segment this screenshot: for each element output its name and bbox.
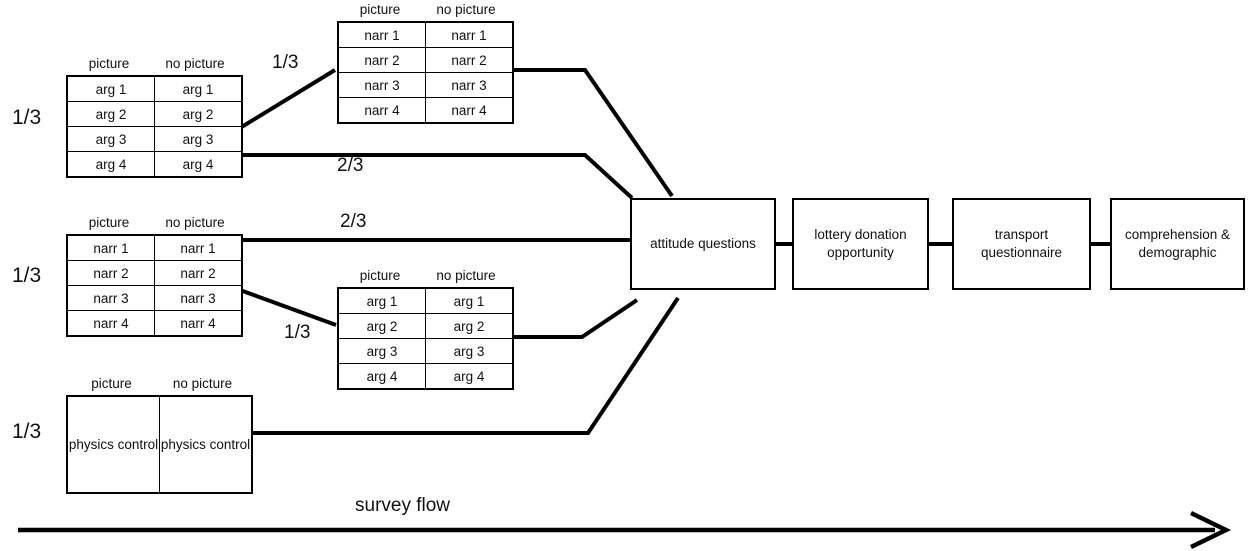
stimulus-table-physics-left: physics control physics control [66,395,253,494]
process-box-comprehension-demographic[interactable]: comprehension & demographic [1110,198,1245,290]
cell: arg 1 [154,75,243,102]
cell: arg 4 [66,151,155,178]
process-box-attitude-questions[interactable]: attitude questions [630,198,776,290]
cell: arg 1 [337,287,426,314]
probability-label-arg-left: 1/3 [12,106,42,129]
column-header-no-picture: no picture [436,268,496,283]
column-header-picture: picture [88,56,130,71]
probability-label-arg-to-narr: 1/3 [272,52,299,73]
cell: narr 1 [66,234,155,261]
table-row: arg 4 arg 4 [337,363,514,390]
stimulus-table-arg-left: arg 1 arg 1 arg 2 arg 2 arg 3 arg 3 arg … [66,75,243,178]
cell: narr 1 [154,234,243,261]
table-row: arg 2 arg 2 [66,101,243,127]
table-row: narr 2 narr 2 [66,260,243,286]
cell: arg 4 [425,363,514,390]
cell: narr 4 [425,97,514,124]
probability-label-narr-to-arg: 1/3 [284,322,311,343]
cell: arg 1 [66,75,155,102]
survey-flow-arrow [18,510,1232,550]
table-row: narr 3 narr 3 [66,285,243,311]
table-row: arg 3 arg 3 [66,126,243,152]
table-row: arg 1 arg 1 [337,287,514,314]
cell: arg 4 [337,363,426,390]
cell: narr 2 [154,260,243,286]
table-row: physics control physics control [66,395,253,494]
column-header-picture: picture [359,268,401,283]
probability-label-narr-left: 1/3 [12,264,42,287]
edge-narrleft-to-argmid [239,288,337,327]
column-header-no-picture: no picture [165,56,225,71]
cell: arg 3 [154,126,243,152]
column-header-no-picture: no picture [436,2,496,17]
probability-label-arg-direct: 2/3 [337,155,364,176]
table-row: narr 4 narr 4 [337,97,514,124]
cell: physics control [66,395,160,494]
table-row: narr 1 narr 1 [337,21,514,48]
column-header-picture: picture [91,376,132,391]
cell: arg 3 [337,338,426,364]
stimulus-table-narr-left: narr 1 narr 1 narr 2 narr 2 narr 3 narr … [66,234,243,337]
cell: narr 2 [425,47,514,73]
table-row: narr 4 narr 4 [66,310,243,337]
cell: arg 2 [66,101,155,127]
edge-narrtop-to-attitude [510,68,674,198]
cell: narr 4 [66,310,155,337]
cell: narr 2 [66,260,155,286]
cell: arg 4 [154,151,243,178]
cell: narr 1 [337,21,426,48]
probability-label-physics-left: 1/3 [12,420,42,443]
cell: arg 1 [425,287,514,314]
stimulus-table-arg-mid: arg 1 arg 1 arg 2 arg 2 arg 3 arg 3 arg … [337,287,514,390]
column-header-picture: picture [88,215,130,230]
cell: narr 4 [337,97,426,124]
cell: arg 2 [154,101,243,127]
cell: arg 2 [337,313,426,339]
table-row: arg 4 arg 4 [66,151,243,178]
survey-flow-label: survey flow [355,495,451,516]
edge-argleft-direct-to-attitude [240,153,634,200]
column-header-no-picture: no picture [165,215,225,230]
cell: narr 3 [337,72,426,98]
cell: narr 3 [66,285,155,311]
cell: arg 3 [66,126,155,152]
cell: narr 3 [154,285,243,311]
table-row: narr 2 narr 2 [337,47,514,73]
cell: narr 1 [425,21,514,48]
column-header-picture: picture [359,2,401,17]
edge-argleft-to-narrtop [238,68,337,130]
stimulus-table-narr-top: narr 1 narr 1 narr 2 narr 2 narr 3 narr … [337,21,514,124]
cell: narr 4 [154,310,243,337]
cell: narr 3 [425,72,514,98]
table-row: arg 1 arg 1 [66,75,243,102]
cell: narr 2 [337,47,426,73]
table-row: arg 3 arg 3 [337,338,514,364]
process-box-lottery-donation-opportunity[interactable]: lottery donation opportunity [792,198,929,290]
process-box-transport-questionnaire[interactable]: transport questionnaire [952,198,1091,290]
cell: arg 3 [425,338,514,364]
probability-label-narr-direct: 2/3 [340,211,367,232]
cell: physics control [159,395,253,494]
edge-argmid-to-attitude [510,298,639,339]
table-row: arg 2 arg 2 [337,313,514,339]
table-row: narr 1 narr 1 [66,234,243,261]
cell: arg 2 [425,313,514,339]
column-header-no-picture: no picture [172,376,233,391]
table-row: narr 3 narr 3 [337,72,514,98]
